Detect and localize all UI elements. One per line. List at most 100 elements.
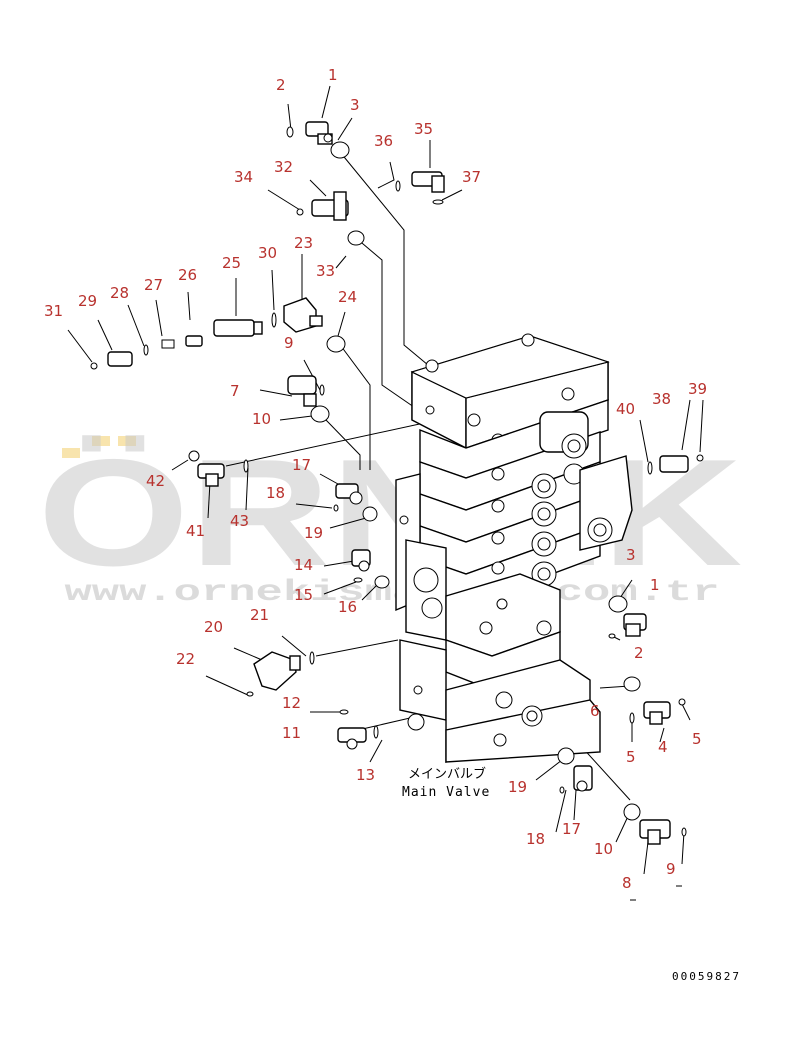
tee-fitting-32 (311, 191, 349, 221)
oring-37 (432, 199, 444, 205)
main-valve-assembly (395, 333, 633, 763)
callout-19-bottom: 19 (508, 778, 527, 796)
callout-7: 7 (230, 382, 240, 400)
oring-42 (188, 450, 200, 462)
callouts: 1 2 3 36 35 37 34 32 23 33 31 29 28 27 2… (44, 66, 707, 892)
spring-27 (161, 339, 175, 349)
elbow-fitting-17-bottom (573, 765, 593, 792)
callout-36: 36 (374, 132, 393, 150)
callout-34: 34 (234, 168, 253, 186)
callout-23: 23 (294, 234, 313, 252)
oring-39 (696, 454, 704, 462)
callout-31: 31 (44, 302, 63, 320)
callout-26: 26 (178, 266, 197, 284)
fitting-14 (351, 549, 371, 572)
oring-28 (143, 344, 149, 356)
callout-24: 24 (338, 288, 357, 306)
oring-9-top (319, 384, 325, 396)
oring-5-b (678, 698, 686, 706)
callout-28: 28 (110, 284, 129, 302)
callout-1-right: 1 (650, 576, 660, 594)
oring-30 (271, 312, 277, 328)
drawing-number: 00059827 (672, 970, 741, 983)
oring-43 (243, 459, 249, 473)
connector-38 (659, 455, 689, 473)
elbow-fitting-4 (643, 701, 671, 725)
callout-38: 38 (652, 390, 671, 408)
valve-25 (213, 319, 263, 337)
caption-japanese: メインバルブ (408, 766, 486, 782)
elbow-fitting-20 (253, 651, 301, 691)
callout-12: 12 (282, 694, 301, 712)
callout-20: 20 (204, 618, 223, 636)
callout-13: 13 (356, 766, 375, 784)
oring-33 (347, 230, 365, 246)
elbow-fitting-41 (197, 463, 225, 487)
callout-35: 35 (414, 120, 433, 138)
callout-5: 5 (692, 730, 702, 748)
oring-24 (326, 335, 346, 353)
fitting-7 (287, 375, 317, 407)
callout-3-right: 3 (626, 546, 636, 564)
callout-10: 10 (252, 410, 271, 428)
tee-fitting-8 (639, 819, 671, 845)
oring-3-top (330, 141, 350, 159)
callout-10-bottom: 10 (594, 840, 613, 858)
callout-42: 42 (146, 472, 165, 490)
callout-41: 41 (186, 522, 205, 540)
pin-22 (246, 691, 254, 697)
oring-12 (339, 709, 349, 715)
callout-3: 3 (350, 96, 360, 114)
oring-6 (623, 676, 641, 692)
connector-29 (107, 351, 133, 367)
caption-english: Main Valve (402, 785, 490, 800)
callout-40: 40 (616, 400, 635, 418)
oring-13 (373, 725, 379, 739)
callout-30: 30 (258, 244, 277, 262)
watermark-brand: ÖRNEK (38, 428, 743, 598)
callout-21: 21 (250, 606, 269, 624)
elbow-fitting-11 (337, 727, 367, 750)
callout-18: 18 (266, 484, 285, 502)
oring-19-top (362, 506, 378, 522)
oring-15 (353, 577, 363, 583)
callout-37: 37 (462, 168, 481, 186)
oring-18-bottom (559, 786, 565, 794)
elbow-fitting-35 (411, 171, 445, 193)
callout-5-b: 5 (626, 748, 636, 766)
callout-32: 32 (274, 158, 293, 176)
callout-9: 9 (284, 334, 294, 352)
oring-18-top (333, 504, 339, 512)
oring-16 (374, 575, 390, 589)
plug-26 (185, 335, 203, 347)
oring-10-bottom (623, 803, 641, 821)
oring-34 (296, 208, 304, 216)
callout-2: 2 (276, 76, 286, 94)
callout-6: 6 (590, 702, 600, 720)
callout-4: 4 (658, 738, 668, 756)
callout-25: 25 (222, 254, 241, 272)
callout-39: 39 (688, 380, 707, 398)
callout-8: 8 (622, 874, 632, 892)
callout-2-right: 2 (634, 644, 644, 662)
oring-9-bottom (681, 827, 687, 837)
leader-lines (67, 85, 704, 875)
oring-2-right (608, 633, 616, 639)
oring-36 (395, 180, 401, 192)
callout-17: 17 (292, 456, 311, 474)
oring-31 (90, 362, 98, 370)
callout-29: 29 (78, 292, 97, 310)
oring-3-right (608, 595, 628, 613)
oring-40 (647, 461, 653, 475)
callout-16: 16 (338, 598, 357, 616)
oring-10-top (310, 405, 330, 423)
callout-11: 11 (282, 724, 301, 742)
oring-5-a (629, 712, 635, 724)
oring-19-bottom (557, 747, 575, 765)
fittings (90, 121, 704, 901)
callout-33: 33 (316, 262, 335, 280)
callout-15: 15 (294, 586, 313, 604)
callout-9-bottom: 9 (666, 860, 676, 878)
oring-21 (309, 651, 315, 665)
